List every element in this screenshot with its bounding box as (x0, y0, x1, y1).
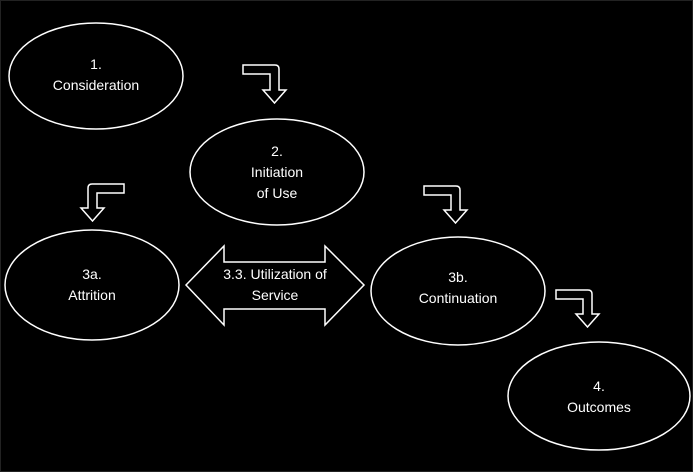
node-attrition-shape (4, 229, 180, 341)
node-initiation-shape (189, 118, 365, 226)
node-attrition-label: Attrition (68, 287, 116, 303)
utilization-label-2: Service (251, 287, 299, 303)
node-continuation: 3b. Continuation (378, 267, 538, 309)
node-continuation-label: Continuation (418, 290, 498, 306)
utilization-label: 3.3. Utilization of Service (195, 264, 355, 306)
node-consideration-number: 1. (90, 56, 102, 72)
node-outcomes: 4. Outcomes (519, 376, 679, 418)
arrow-initiation-to-continuation (423, 185, 469, 225)
node-attrition-number: 3a. (82, 266, 102, 282)
node-initiation-number: 2. (271, 143, 283, 159)
node-consideration-label: Consideration (52, 77, 140, 93)
node-initiation-label-2: of Use (256, 185, 298, 201)
double-arrow-utilization (184, 244, 366, 327)
node-outcomes-label: Outcomes (567, 399, 631, 415)
node-outcomes-shape (507, 341, 691, 451)
utilization-label-1: 3.3. Utilization of (223, 266, 327, 282)
node-outcomes-number: 4. (593, 378, 605, 394)
node-initiation-label-1: Initiation (250, 164, 304, 180)
node-continuation-shape (370, 236, 546, 346)
node-initiation: 2. Initiation of Use (197, 141, 357, 204)
node-consideration-shape (8, 22, 184, 130)
arrow-consideration-to-initiation (242, 64, 288, 105)
node-consideration: 1. Consideration (16, 54, 176, 96)
arrow-continuation-to-outcomes (555, 289, 601, 329)
node-attrition: 3a. Attrition (12, 264, 172, 306)
arrow-initiation-to-attrition (79, 183, 125, 223)
node-continuation-number: 3b. (448, 269, 468, 285)
